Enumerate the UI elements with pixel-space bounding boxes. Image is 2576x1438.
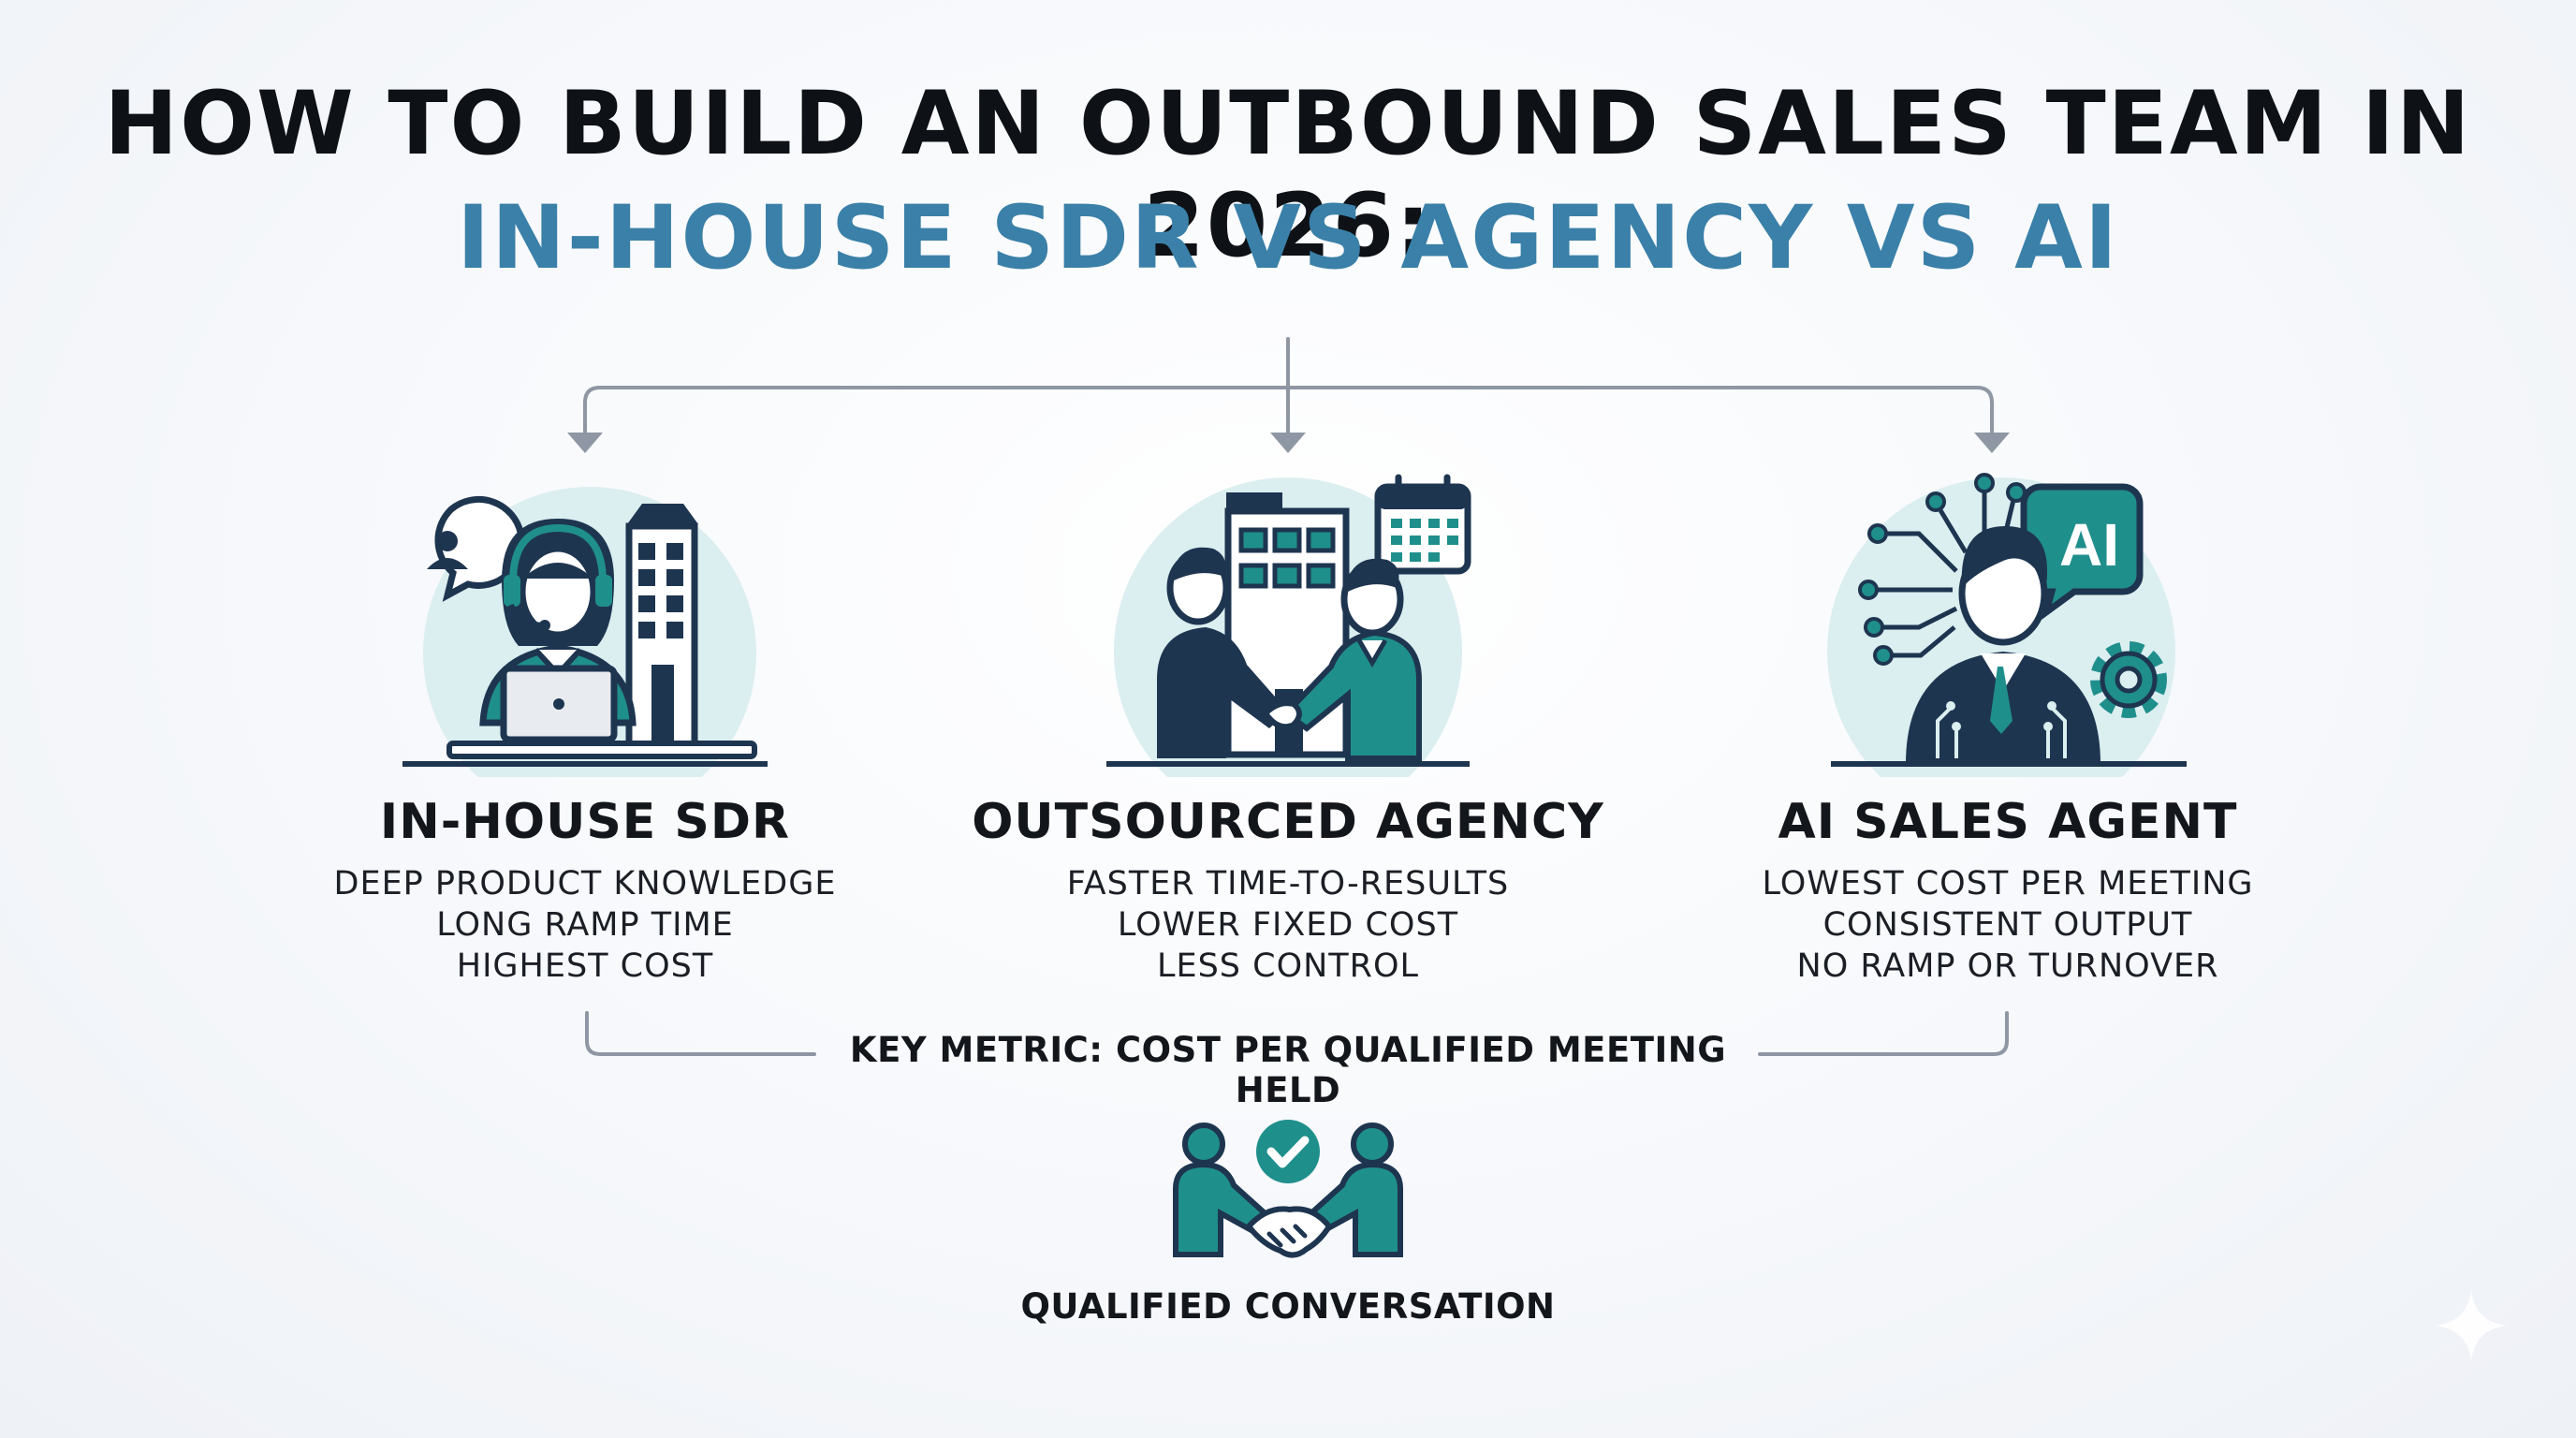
sparkle-icon — [2436, 1290, 2507, 1361]
ai-agent-icon: AI — [1827, 473, 2187, 777]
page-title: HOW TO BUILD AN OUTBOUND SALES TEAM IN 2… — [104, 73, 2472, 277]
list-item: CONSISTENT OUTPUT — [1822, 906, 2193, 944]
column-points-outsourced-agency: FASTER TIME-TO-RESULTS LOWER FIXED COST … — [867, 863, 1709, 987]
qualified-handshake-icon — [1173, 1120, 1403, 1258]
list-item: FASTER TIME-TO-RESULTS — [1066, 865, 1510, 902]
column-points-in-house-sdr: DEEP PRODUCT KNOWLEDGE LONG RAMP TIME HI… — [164, 863, 1006, 987]
list-item: LONG RAMP TIME — [436, 906, 734, 944]
key-metric-label: KEY METRIC: COST PER QUALIFIED MEETING H… — [849, 1030, 1727, 1110]
list-item: LOWER FIXED COST — [1117, 906, 1459, 944]
sdr-agent-icon — [402, 487, 768, 777]
column-title-ai-sales-agent: AI SALES AGENT — [1778, 794, 2238, 850]
list-item: NO RAMP OR TURNOVER — [1796, 947, 2219, 985]
qualified-conversation-label: QUALIFIED CONVERSATION — [1020, 1286, 1556, 1327]
list-item: LESS CONTROL — [1156, 947, 1420, 985]
list-item: LOWEST COST PER MEETING — [1762, 865, 2254, 902]
column-title-in-house-sdr: IN-HOUSE SDR — [379, 794, 791, 850]
agency-handshake-icon — [1106, 474, 1471, 777]
page-subtitle: IN-HOUSE SDR VS AGENCY VS AI — [457, 187, 2119, 289]
column-points-ai-sales-agent: LOWEST COST PER MEETING CONSISTENT OUTPU… — [1587, 863, 2429, 987]
list-item: HIGHEST COST — [456, 947, 714, 985]
column-title-outsourced-agency: OUTSOURCED AGENCY — [972, 794, 1604, 850]
ai-badge-text: AI — [2059, 511, 2119, 579]
list-item: DEEP PRODUCT KNOWLEDGE — [333, 865, 837, 902]
